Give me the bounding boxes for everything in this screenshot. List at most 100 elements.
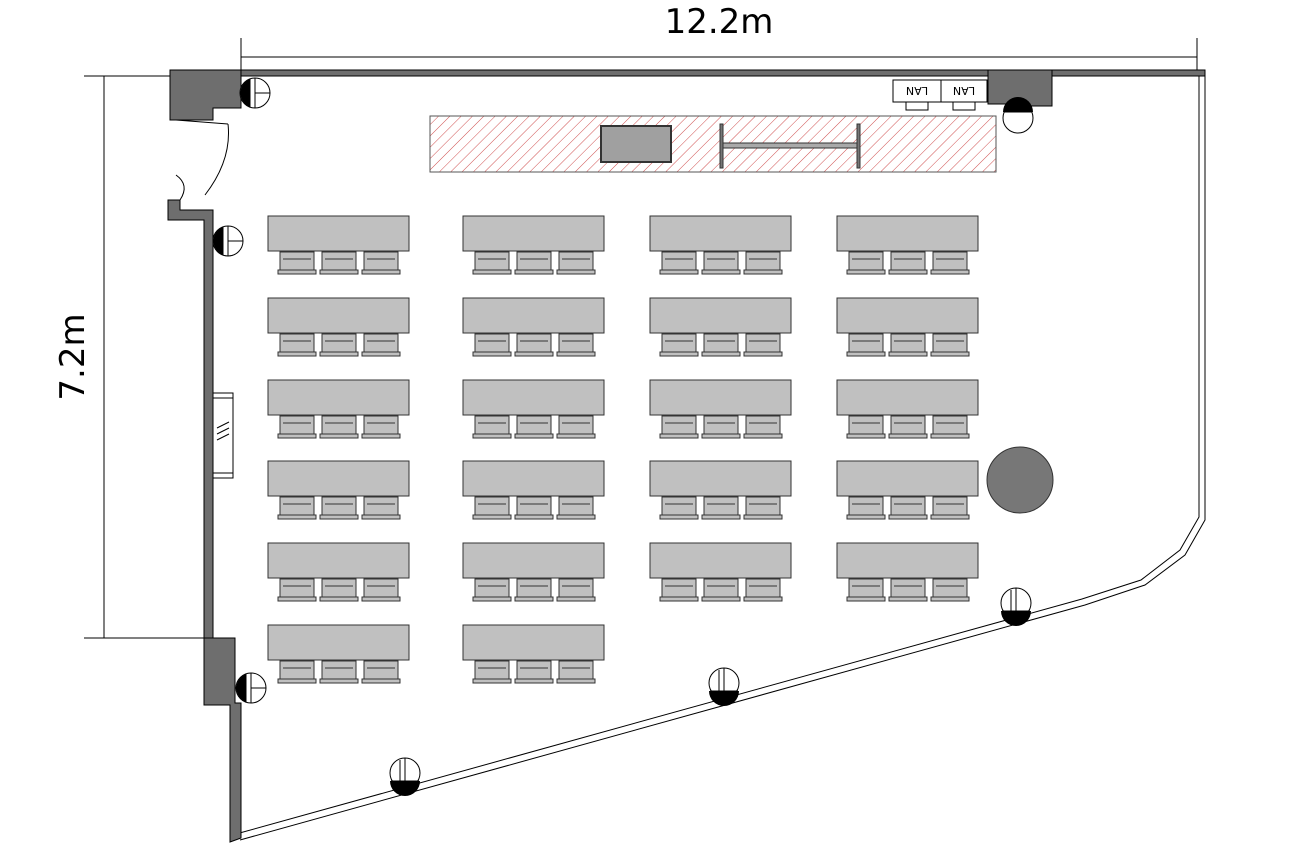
power-outlet xyxy=(1002,97,1034,134)
chair xyxy=(659,333,699,357)
chair xyxy=(319,251,359,275)
power-outlets xyxy=(212,77,1034,796)
chair xyxy=(659,251,699,275)
chair xyxy=(743,496,783,520)
power-outlet xyxy=(239,77,271,109)
walls xyxy=(167,69,1206,843)
desk xyxy=(267,297,410,334)
desk xyxy=(462,542,605,579)
desk-unit xyxy=(836,297,979,357)
chair xyxy=(930,578,970,602)
height-dimension: 7.2m xyxy=(53,75,210,639)
chair xyxy=(472,415,512,439)
desk-unit xyxy=(462,297,605,357)
chair xyxy=(556,496,596,520)
desk xyxy=(649,460,792,497)
chair xyxy=(556,415,596,439)
desk xyxy=(462,379,605,416)
chair xyxy=(514,333,554,357)
desk-unit xyxy=(267,624,410,684)
desk xyxy=(836,379,979,416)
lan-port-label: LAN xyxy=(906,84,928,97)
desk xyxy=(267,379,410,416)
whiteboard xyxy=(212,392,234,479)
stage xyxy=(429,115,997,173)
chair xyxy=(361,333,401,357)
lectern xyxy=(600,125,672,163)
power-outlet xyxy=(389,757,421,796)
chair xyxy=(361,578,401,602)
chair xyxy=(888,415,928,439)
door xyxy=(175,119,230,201)
chair xyxy=(472,496,512,520)
chair xyxy=(888,496,928,520)
chair xyxy=(277,251,317,275)
chair xyxy=(701,415,741,439)
chair xyxy=(701,496,741,520)
height-label: 7.2m xyxy=(53,313,93,400)
chair xyxy=(514,660,554,684)
room-outline xyxy=(235,69,1206,841)
chair xyxy=(888,251,928,275)
chair xyxy=(361,251,401,275)
chair xyxy=(556,578,596,602)
desk-unit xyxy=(267,542,410,602)
chair xyxy=(319,578,359,602)
chair xyxy=(846,415,886,439)
desk-unit xyxy=(836,379,979,439)
desk-unit xyxy=(649,215,792,275)
chair xyxy=(277,415,317,439)
chair xyxy=(846,496,886,520)
desk xyxy=(836,297,979,334)
chair xyxy=(514,251,554,275)
chair xyxy=(514,496,554,520)
desk xyxy=(836,542,979,579)
chair xyxy=(472,333,512,357)
chair xyxy=(472,660,512,684)
screen xyxy=(719,123,861,169)
column-bottom-left xyxy=(203,637,242,843)
lan-port[interactable]: LAN xyxy=(940,79,988,111)
chair xyxy=(319,660,359,684)
lan-port[interactable]: LAN xyxy=(892,79,942,111)
desk-unit xyxy=(649,379,792,439)
chair xyxy=(361,496,401,520)
chair xyxy=(556,660,596,684)
chair xyxy=(846,333,886,357)
chair xyxy=(277,660,317,684)
power-outlet xyxy=(708,667,740,706)
desk xyxy=(267,542,410,579)
chair xyxy=(361,415,401,439)
desk-unit xyxy=(267,460,410,520)
lan-port-label: LAN xyxy=(953,84,975,97)
chair xyxy=(888,578,928,602)
chair xyxy=(659,496,699,520)
chair xyxy=(743,333,783,357)
desk-unit xyxy=(649,460,792,520)
chair xyxy=(659,578,699,602)
chair xyxy=(277,333,317,357)
desk xyxy=(462,460,605,497)
desk xyxy=(267,215,410,252)
chair xyxy=(319,333,359,357)
desk xyxy=(836,460,979,497)
chair xyxy=(930,496,970,520)
chair xyxy=(930,415,970,439)
seating-area xyxy=(267,215,979,684)
chair xyxy=(277,578,317,602)
chair xyxy=(743,578,783,602)
desk-unit xyxy=(836,460,979,520)
chair xyxy=(472,578,512,602)
top-wall xyxy=(240,69,1206,77)
chair xyxy=(319,415,359,439)
corner-column-top-left xyxy=(169,69,242,121)
chair xyxy=(743,251,783,275)
desk-unit xyxy=(267,379,410,439)
power-outlet xyxy=(212,225,244,257)
lan-ports: LAN LAN xyxy=(892,79,988,111)
desk-unit xyxy=(649,297,792,357)
chair xyxy=(930,251,970,275)
desk-unit xyxy=(267,297,410,357)
desk xyxy=(267,624,410,661)
desk-unit xyxy=(836,215,979,275)
